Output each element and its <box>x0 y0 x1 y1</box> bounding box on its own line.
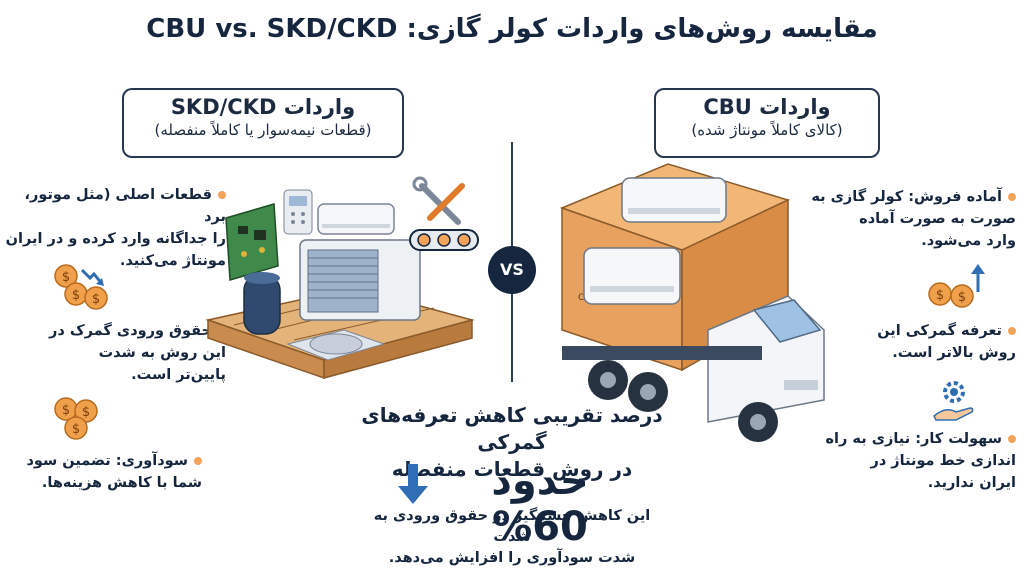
bullet-dot <box>1008 193 1016 201</box>
heading-line: در روش قطعات منفصله <box>391 457 633 481</box>
feature-line: پایین‌تر است. <box>131 367 226 383</box>
tariff-reduction-note: این کاهش چشمگیر در حقوق ورودی به شدت شدت… <box>362 506 662 569</box>
feature-line: را جداگانه وارد کرده و در ایران <box>5 231 226 247</box>
feature-line: سهولت کار: نیازی به راه <box>825 431 1003 447</box>
feature-line: وارد می‌شود. <box>921 233 1016 249</box>
cbu-heading: واردات CBU <box>703 95 831 119</box>
skd-feature-parts: قطعات اصلی (مثل موتور، برد را جداگانه وا… <box>4 184 226 272</box>
skd-ckd-header-box: واردات SKD/CKD (قطعات نیمه‌سوار یا کاملا… <box>122 88 404 158</box>
skd-feature-profit: سودآوری: تضمین سود شما با کاهش هزینه‌ها. <box>22 450 202 494</box>
svg-text:$: $ <box>958 290 966 305</box>
bullet-dot <box>218 191 226 199</box>
svg-text:$: $ <box>62 270 70 285</box>
tariff-reduction-value: حدود 60% <box>491 458 589 550</box>
vs-badge: VS <box>488 246 536 294</box>
feature-line: روش بالاتر است. <box>892 345 1016 361</box>
svg-text:$: $ <box>82 405 90 420</box>
feature-line: حقوق ورودی گمرک در <box>49 323 212 339</box>
feature-line: این روش به شدت <box>98 345 226 361</box>
heading-line: درصد تقریبی کاهش تعرفه‌های گمرکی <box>361 403 663 454</box>
feature-line: سودآوری: تضمین سود <box>26 453 188 469</box>
cbu-truck-illustration: CBU <box>548 160 828 454</box>
cbu-feature-ready: آماده فروش: کولر گازی به صورت به صورت آم… <box>794 186 1016 252</box>
tools-icon <box>404 176 484 258</box>
coins-up-icon: $ $ <box>926 262 986 316</box>
bullet-dot <box>194 457 202 465</box>
svg-text:$: $ <box>62 403 70 418</box>
feature-line: تعرفه گمرکی این <box>877 323 1002 339</box>
bullet-dot <box>1008 327 1016 335</box>
cbu-subheading: (کالای کاملاً مونتاژ شده) <box>691 121 843 139</box>
bullet-dot <box>1008 435 1016 443</box>
feature-line: آماده فروش: کولر گازی به <box>811 189 1002 205</box>
skd-parts-illustration <box>204 170 476 394</box>
arrow-down-icon <box>396 462 430 510</box>
skd-ckd-subheading: (قطعات نیمه‌سوار یا کاملاً منفصله) <box>154 121 372 139</box>
feature-line: مونتاژ می‌کنید. <box>119 253 226 269</box>
gear-hand-icon <box>930 376 978 430</box>
svg-text:$: $ <box>92 292 100 307</box>
coins-icon: $ $ $ <box>52 396 104 446</box>
feature-line: صورت به صورت آماده <box>859 211 1016 227</box>
cbu-feature-tariff: تعرفه گمرکی این روش بالاتر است. <box>850 320 1016 364</box>
coins-down-icon: $ $ $ <box>52 262 110 316</box>
tariff-reduction-heading: درصد تقریبی کاهش تعرفه‌های گمرکی در روش … <box>360 402 664 483</box>
feature-line: شما با کاهش هزینه‌ها. <box>41 475 202 491</box>
page-title: مقایسه روش‌های واردات کولر گازی: CBU vs.… <box>146 14 878 44</box>
skd-feature-tariff: حقوق ورودی گمرک در این روش به شدت پایین‌… <box>40 320 226 386</box>
cbu-feature-ease: سهولت کار: نیازی به راه اندازی خط مونتاژ… <box>818 428 1016 494</box>
skd-ckd-heading: واردات SKD/CKD <box>170 95 356 119</box>
feature-line: ایران ندارید. <box>927 475 1016 491</box>
note-line: این کاهش چشمگیر در حقوق ورودی به شدت <box>373 508 651 545</box>
svg-text:$: $ <box>72 422 80 437</box>
feature-line: قطعات اصلی (مثل موتور، برد <box>24 187 226 225</box>
svg-text:$: $ <box>72 288 80 303</box>
feature-line: اندازی خط مونتاژ در <box>870 453 1016 469</box>
svg-text:$: $ <box>936 288 944 303</box>
cbu-header-box: واردات CBU (کالای کاملاً مونتاژ شده) <box>654 88 880 158</box>
